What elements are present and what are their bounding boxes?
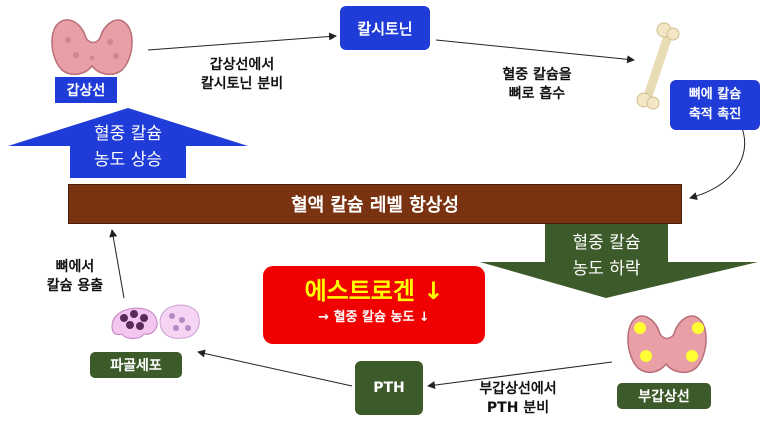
- edge-label-parathyroid-to-pth: 부갑상선에서 PTH 분비: [479, 381, 557, 416]
- arrow-pth-to-osteoclast: [197, 349, 353, 387]
- edge-label-osteoclast-to-blood: 뼈에서 칼슘 용출: [46, 259, 104, 294]
- thyroid-node: 갑상선: [55, 77, 117, 103]
- arrow-bone-to-homeostasis: [689, 127, 746, 201]
- osteoclast-image: [111, 304, 200, 339]
- parathyroid-node: 부갑상선: [617, 383, 711, 409]
- fall-arrow-label: 혈중 칼슘 농도 하락: [572, 233, 641, 279]
- edge-label-calcitonin-to-bone: 혈중 칼슘을 뼈로 흡수: [502, 67, 572, 102]
- rise-arrow-label: 혈중 칼슘 농도 상승: [94, 124, 162, 170]
- arrow-calcitonin-to-bone: [435, 39, 635, 64]
- arrow-parathyroid-to-pth: [427, 361, 613, 390]
- homeostasis-bar: 혈액 칼슘 레벨 항상성: [68, 184, 682, 224]
- bone-deposit-node: 뼈에 칼슘 축적 촉진: [670, 80, 760, 130]
- bone-image: [636, 22, 680, 110]
- estrogen-title: 에스트로겐 ↓: [304, 277, 444, 305]
- pth-node: PTH: [355, 361, 423, 415]
- thyroid-gland-image: [51, 19, 133, 76]
- arrow-osteoclast-to-homeostasis: [109, 229, 125, 299]
- arrow-thyroid-to-calcitonin: [147, 32, 337, 51]
- osteoclast-node: 파골세포: [90, 352, 182, 378]
- parathyroid-gland-image: [627, 315, 707, 374]
- rise-arrow-shape: [8, 108, 248, 178]
- edge-label-thyroid-to-calcitonin: 갑상선에서 칼시토닌 분비: [200, 57, 284, 92]
- fall-arrow-shape: [480, 224, 758, 298]
- estrogen-callout: 에스트로겐 ↓ → 혈중 칼슘 농도 ↓: [263, 266, 485, 344]
- calcitonin-node: 칼시토닌: [340, 6, 430, 50]
- estrogen-subtitle: → 혈중 칼슘 농도 ↓: [318, 310, 430, 325]
